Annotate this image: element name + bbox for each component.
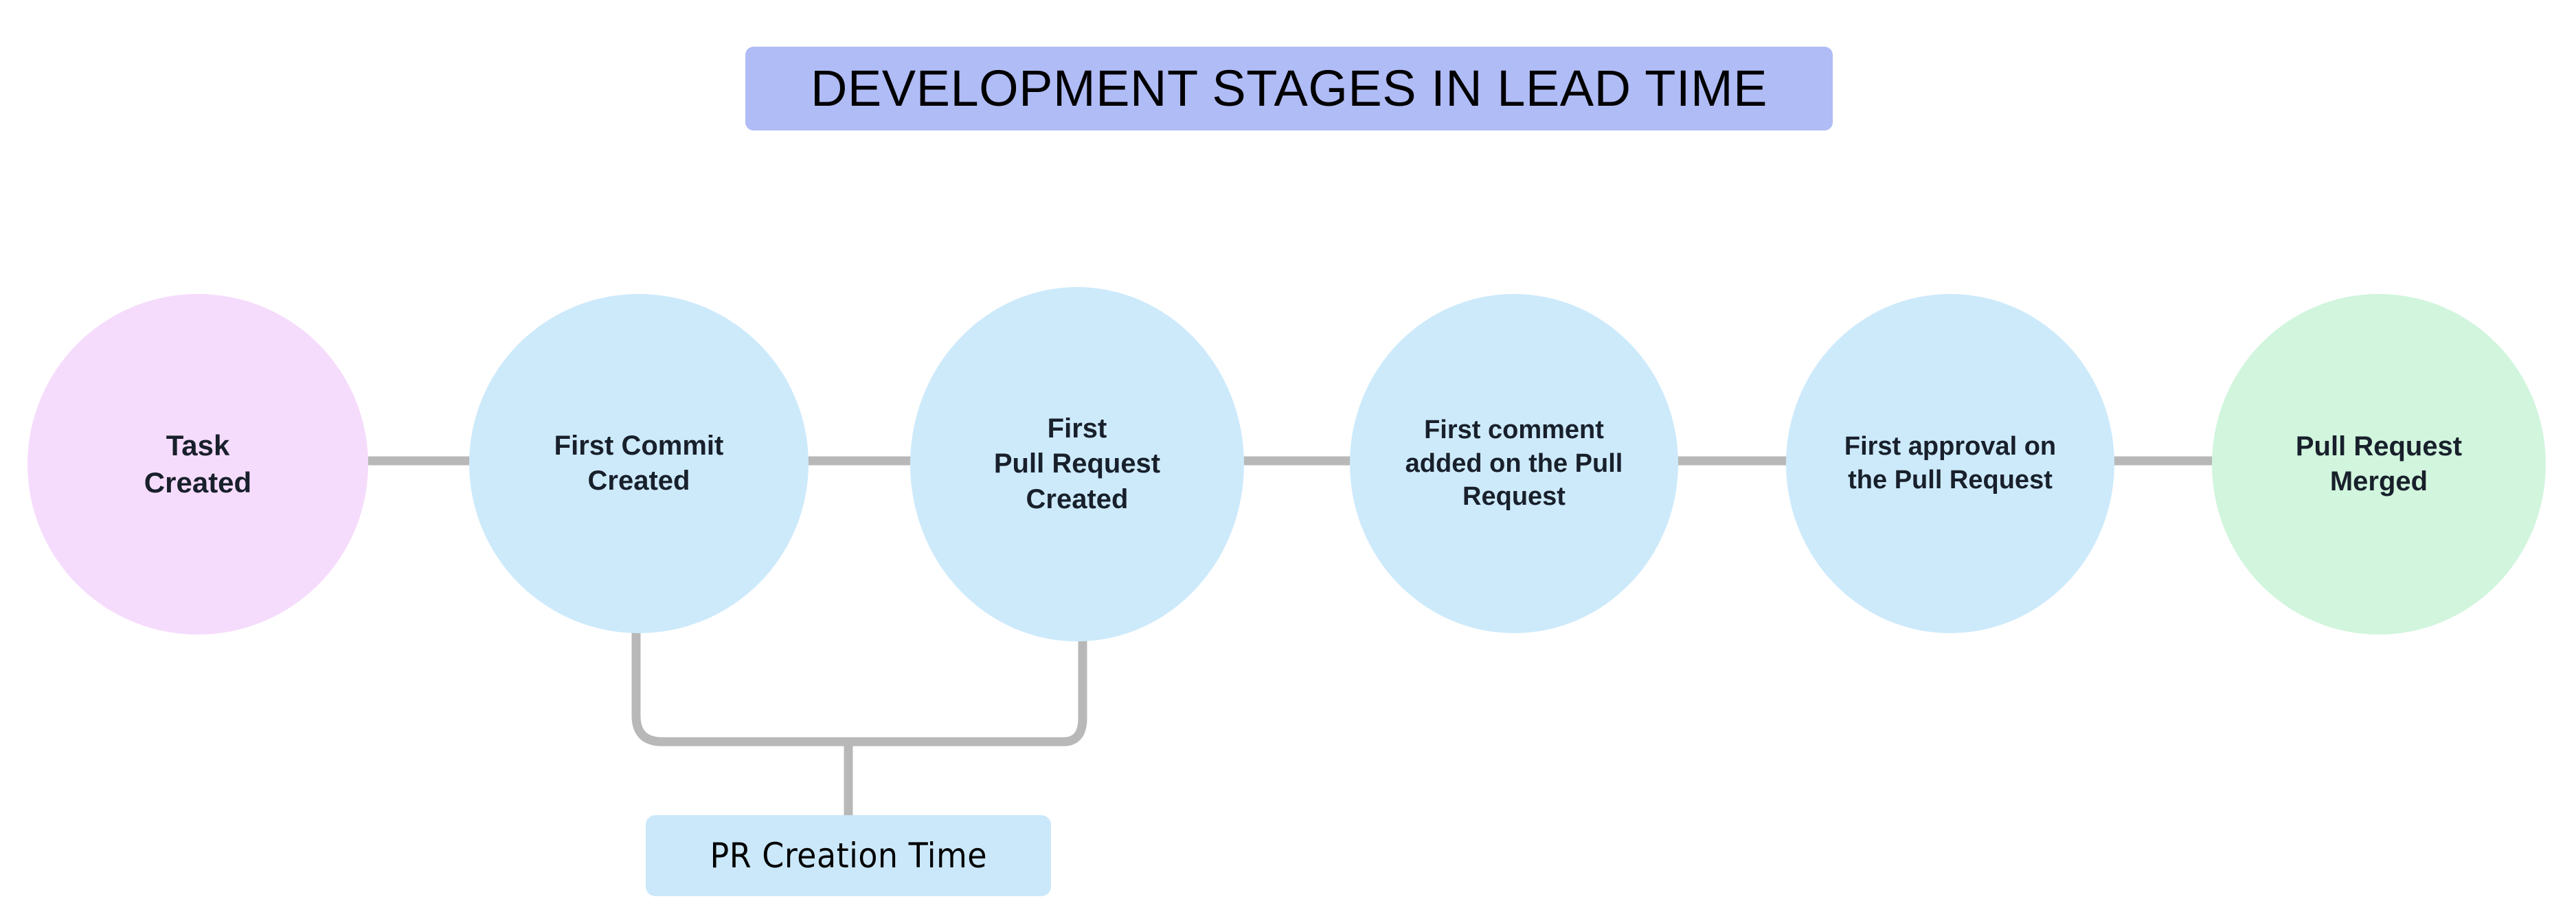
node-first-comment-label: First comment added on the Pull Request <box>1405 415 1623 512</box>
node-first-comment[interactable]: First comment added on the Pull Request <box>1350 294 1678 633</box>
node-first-commit[interactable]: First Commit Created <box>469 294 809 633</box>
node-first-commit-label: First Commit Created <box>554 430 724 496</box>
node-task-created[interactable]: Task Created <box>27 294 368 635</box>
node-task-created-label: Task Created <box>144 429 252 499</box>
annotation-pr-creation-time[interactable]: PR Creation Time <box>646 815 1051 896</box>
node-first-approval[interactable]: First approval on the Pull Request <box>1786 294 2114 633</box>
diagram-title-banner: DEVELOPMENT STAGES IN LEAD TIME <box>745 47 1833 130</box>
node-first-pull-request-label: First Pull Request Created <box>993 413 1161 514</box>
node-pull-request-merged[interactable]: Pull Request Merged <box>2212 294 2546 635</box>
annotation-bracket <box>631 626 1087 747</box>
annotation-pr-creation-time-label: PR Creation Time <box>710 836 987 876</box>
node-first-pull-request[interactable]: First Pull Request Created <box>910 287 1244 641</box>
node-pull-request-merged-label: Pull Request Merged <box>2295 431 2463 497</box>
page-title: DEVELOPMENT STAGES IN LEAD TIME <box>810 60 1768 117</box>
node-first-approval-label: First approval on the Pull Request <box>1844 432 2057 494</box>
